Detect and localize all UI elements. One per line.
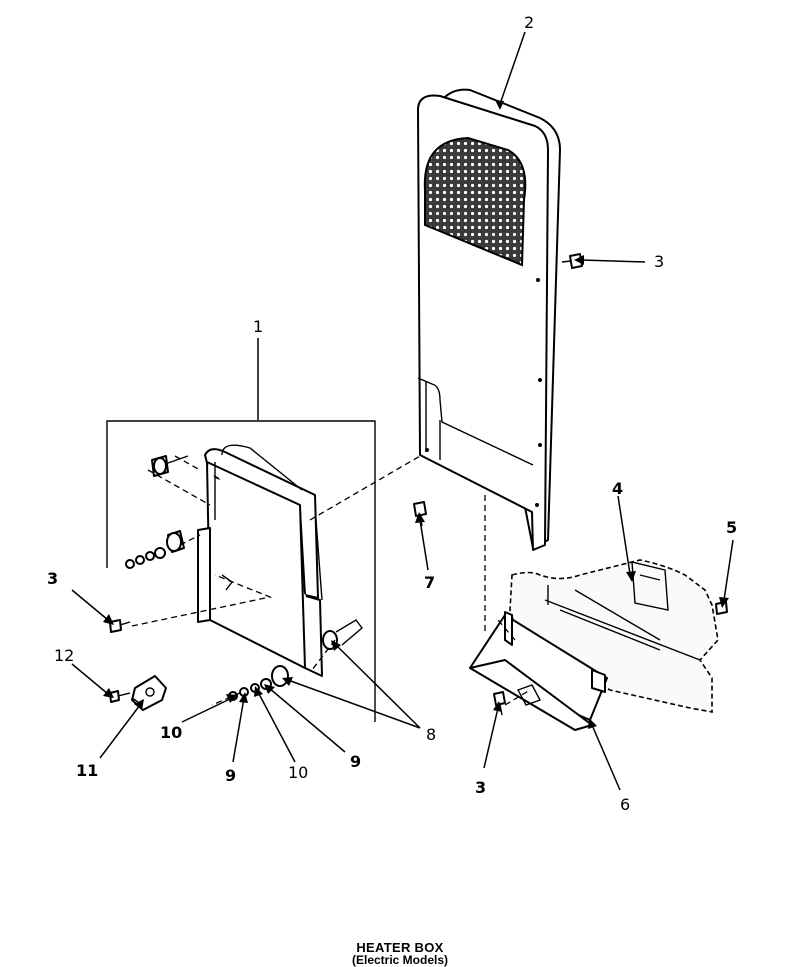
callout-8: 8 bbox=[426, 725, 436, 744]
callout-6: 6 bbox=[620, 795, 630, 814]
callout-7: 7 bbox=[424, 573, 435, 592]
vent-grille bbox=[423, 136, 527, 267]
callout-10-a: 10 bbox=[160, 723, 182, 742]
diagram-subtitle: (Electric Models) bbox=[351, 953, 449, 967]
heater-element-assembly bbox=[106, 420, 376, 722]
callout-4: 4 bbox=[612, 479, 623, 498]
callout-3-right: 3 bbox=[654, 252, 664, 271]
callout-labels: 1 2 3 3 4 5 7 8 12 10 11 9 10 9 3 6 bbox=[47, 13, 737, 814]
diagram-title: HEATER BOX bbox=[356, 940, 444, 955]
callout-9-a: 9 bbox=[225, 766, 236, 785]
housing-bracket-slots bbox=[544, 561, 701, 661]
housing-bracket bbox=[509, 559, 719, 713]
assembly-lines bbox=[131, 455, 531, 706]
callout-9-b: 9 bbox=[350, 752, 361, 771]
rear-vent-panel bbox=[417, 88, 561, 551]
callout-10-b: 10 bbox=[288, 763, 308, 782]
callout-12: 12 bbox=[54, 646, 74, 665]
callout-3-bottom: 3 bbox=[475, 778, 486, 797]
callout-5: 5 bbox=[726, 518, 737, 537]
callout-11: 11 bbox=[76, 761, 98, 780]
callout-leaders bbox=[71, 31, 734, 791]
diagram-title-block: HEATER BOX (Electric Models) bbox=[0, 940, 800, 967]
callout-3-left: 3 bbox=[47, 569, 58, 588]
callout-2: 2 bbox=[524, 13, 534, 32]
callout-1: 1 bbox=[253, 317, 263, 336]
